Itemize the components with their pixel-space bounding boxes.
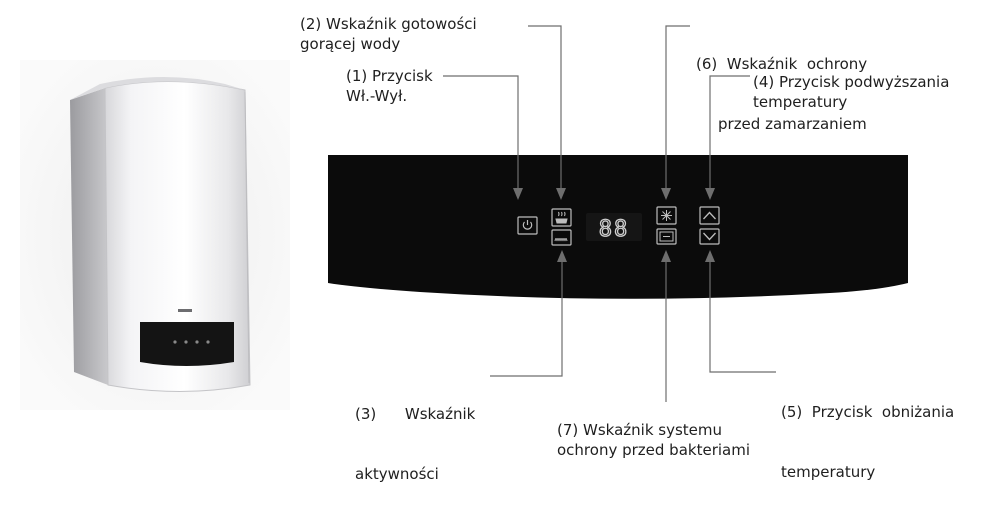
temperature-down-button[interactable] (699, 228, 720, 245)
boiler-panel-dot-4 (206, 340, 210, 344)
anti-bacteria-indicator (656, 228, 677, 245)
boiler-panel-dot-1 (173, 340, 177, 344)
leader-line-5 (709, 258, 776, 373)
panel-detail: 88 (328, 25, 908, 402)
label-3-line-2: aktywności (355, 465, 439, 483)
label-temperature-down: (5) Przycisk obniżania temperatury (781, 362, 954, 522)
label-temperature-up: (4) Przycisk podwyższania temperatury (753, 72, 949, 112)
boiler-panel-dot-2 (184, 340, 188, 344)
label-4-line-1: (4) Przycisk podwyższania (753, 73, 950, 91)
temperature-display: 88 (586, 213, 642, 243)
label-on-off-button: (1) Przycisk Wł.-Wył. (346, 66, 433, 106)
boiler-top (70, 77, 245, 100)
leader-line-1 (443, 75, 519, 193)
diagram-stage: 88 (20, 14, 954, 483)
chevron-down-icon (703, 232, 716, 241)
power-button[interactable] (517, 216, 538, 235)
boiler-panel-dot-3 (195, 340, 199, 344)
boiler-illustration (20, 60, 290, 410)
anti-bacteria-icon (659, 231, 674, 242)
leader-arrow-2 (556, 188, 566, 200)
temperature-up-button[interactable] (699, 206, 720, 225)
leader-line-4 (709, 75, 750, 193)
activity-indicator (551, 229, 572, 246)
display-digits: 88 (599, 217, 630, 242)
leader-arrow-7 (661, 250, 671, 262)
label-7-line-1: (7) Wskaźnik systemu (557, 421, 723, 439)
freeze-protection-indicator (656, 206, 677, 225)
hot-water-icon (555, 211, 568, 224)
label-hot-water-readiness: (2) Wskaźnik gotowości gorącej wody (300, 14, 477, 54)
boiler-control-panel (140, 322, 234, 366)
label-2-line-2: gorącej wody (300, 35, 401, 53)
label-anti-bacteria: (7) Wskaźnik systemu ochrony przed bakte… (557, 420, 750, 460)
label-1-line-2: Wł.-Wył. (346, 87, 408, 105)
label-5-line-1: (5) Przycisk obniżania (781, 403, 955, 421)
boiler-logo (178, 309, 192, 312)
leader-arrow-1 (513, 188, 523, 200)
leader-line-2 (528, 25, 562, 192)
label-activity-indicator: (3) Wskaźnik aktywności (355, 364, 475, 524)
leader-line-6 (665, 25, 690, 192)
snowflake-icon (661, 210, 672, 221)
flame-activity-icon (554, 238, 568, 242)
label-6-line-2: przed zamarzaniem (718, 115, 867, 133)
label-6-line-1: (6) Wskaźnik ochrony (696, 55, 868, 73)
chevron-up-icon (703, 211, 716, 220)
label-1-line-1: (1) Przycisk (346, 67, 433, 85)
leader-arrow-6 (661, 188, 671, 200)
label-2-line-1: (2) Wskaźnik gotowości (300, 15, 477, 33)
leader-arrow-3 (557, 250, 567, 262)
label-3-line-1: (3) Wskaźnik (355, 405, 476, 423)
label-4-line-2: temperatury (753, 93, 848, 111)
label-freeze-protection: (6) Wskaźnik ochrony przed zamarzaniem (696, 14, 867, 174)
leader-arrow-4 (705, 188, 715, 200)
leader-line-3 (490, 258, 563, 377)
hot-water-indicator (551, 208, 572, 227)
leader-arrow-5 (705, 250, 715, 262)
power-icon (522, 220, 533, 230)
label-5-line-2: temperatury (781, 463, 876, 481)
boiler-seam (244, 91, 250, 384)
boiler-side (70, 88, 108, 385)
label-7-line-2: ochrony przed bakteriami (557, 441, 750, 459)
